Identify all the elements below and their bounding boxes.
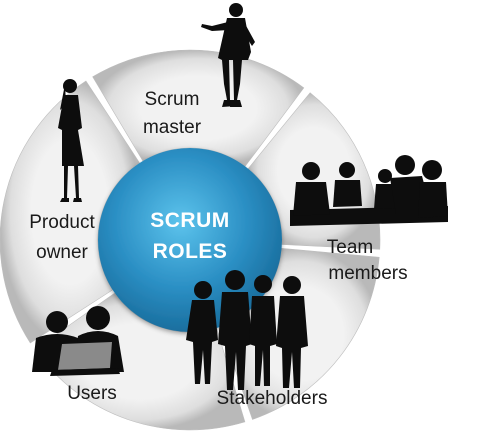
scrum-master-label-line2: master <box>143 117 202 138</box>
segment-label-scrum-master: Scrum master <box>143 89 202 138</box>
stakeholders-label: Stakeholders <box>217 388 328 409</box>
center-title-line1: SCRUM <box>150 209 230 232</box>
users-label: Users <box>67 383 117 404</box>
business-group-icon <box>186 270 308 390</box>
segment-label-users: Users <box>67 383 117 404</box>
segment-label-stakeholders: Stakeholders <box>217 388 328 409</box>
laptop-users-icon <box>32 306 124 376</box>
team-members-label-line1: Team <box>327 237 373 258</box>
scrum-master-label-line1: Scrum <box>145 89 200 110</box>
center-title-line2: ROLES <box>153 240 228 263</box>
team-meeting-icon <box>290 155 448 226</box>
businesswoman-icon <box>58 79 84 202</box>
segment-label-product-owner: Product owner <box>29 212 95 263</box>
product-owner-label-line1: Product <box>29 212 95 233</box>
segment-label-team-members: Team members <box>327 237 408 284</box>
team-members-label-line2: members <box>328 263 407 284</box>
presenter-figure-icon <box>201 3 255 107</box>
product-owner-label-line2: owner <box>36 242 88 263</box>
